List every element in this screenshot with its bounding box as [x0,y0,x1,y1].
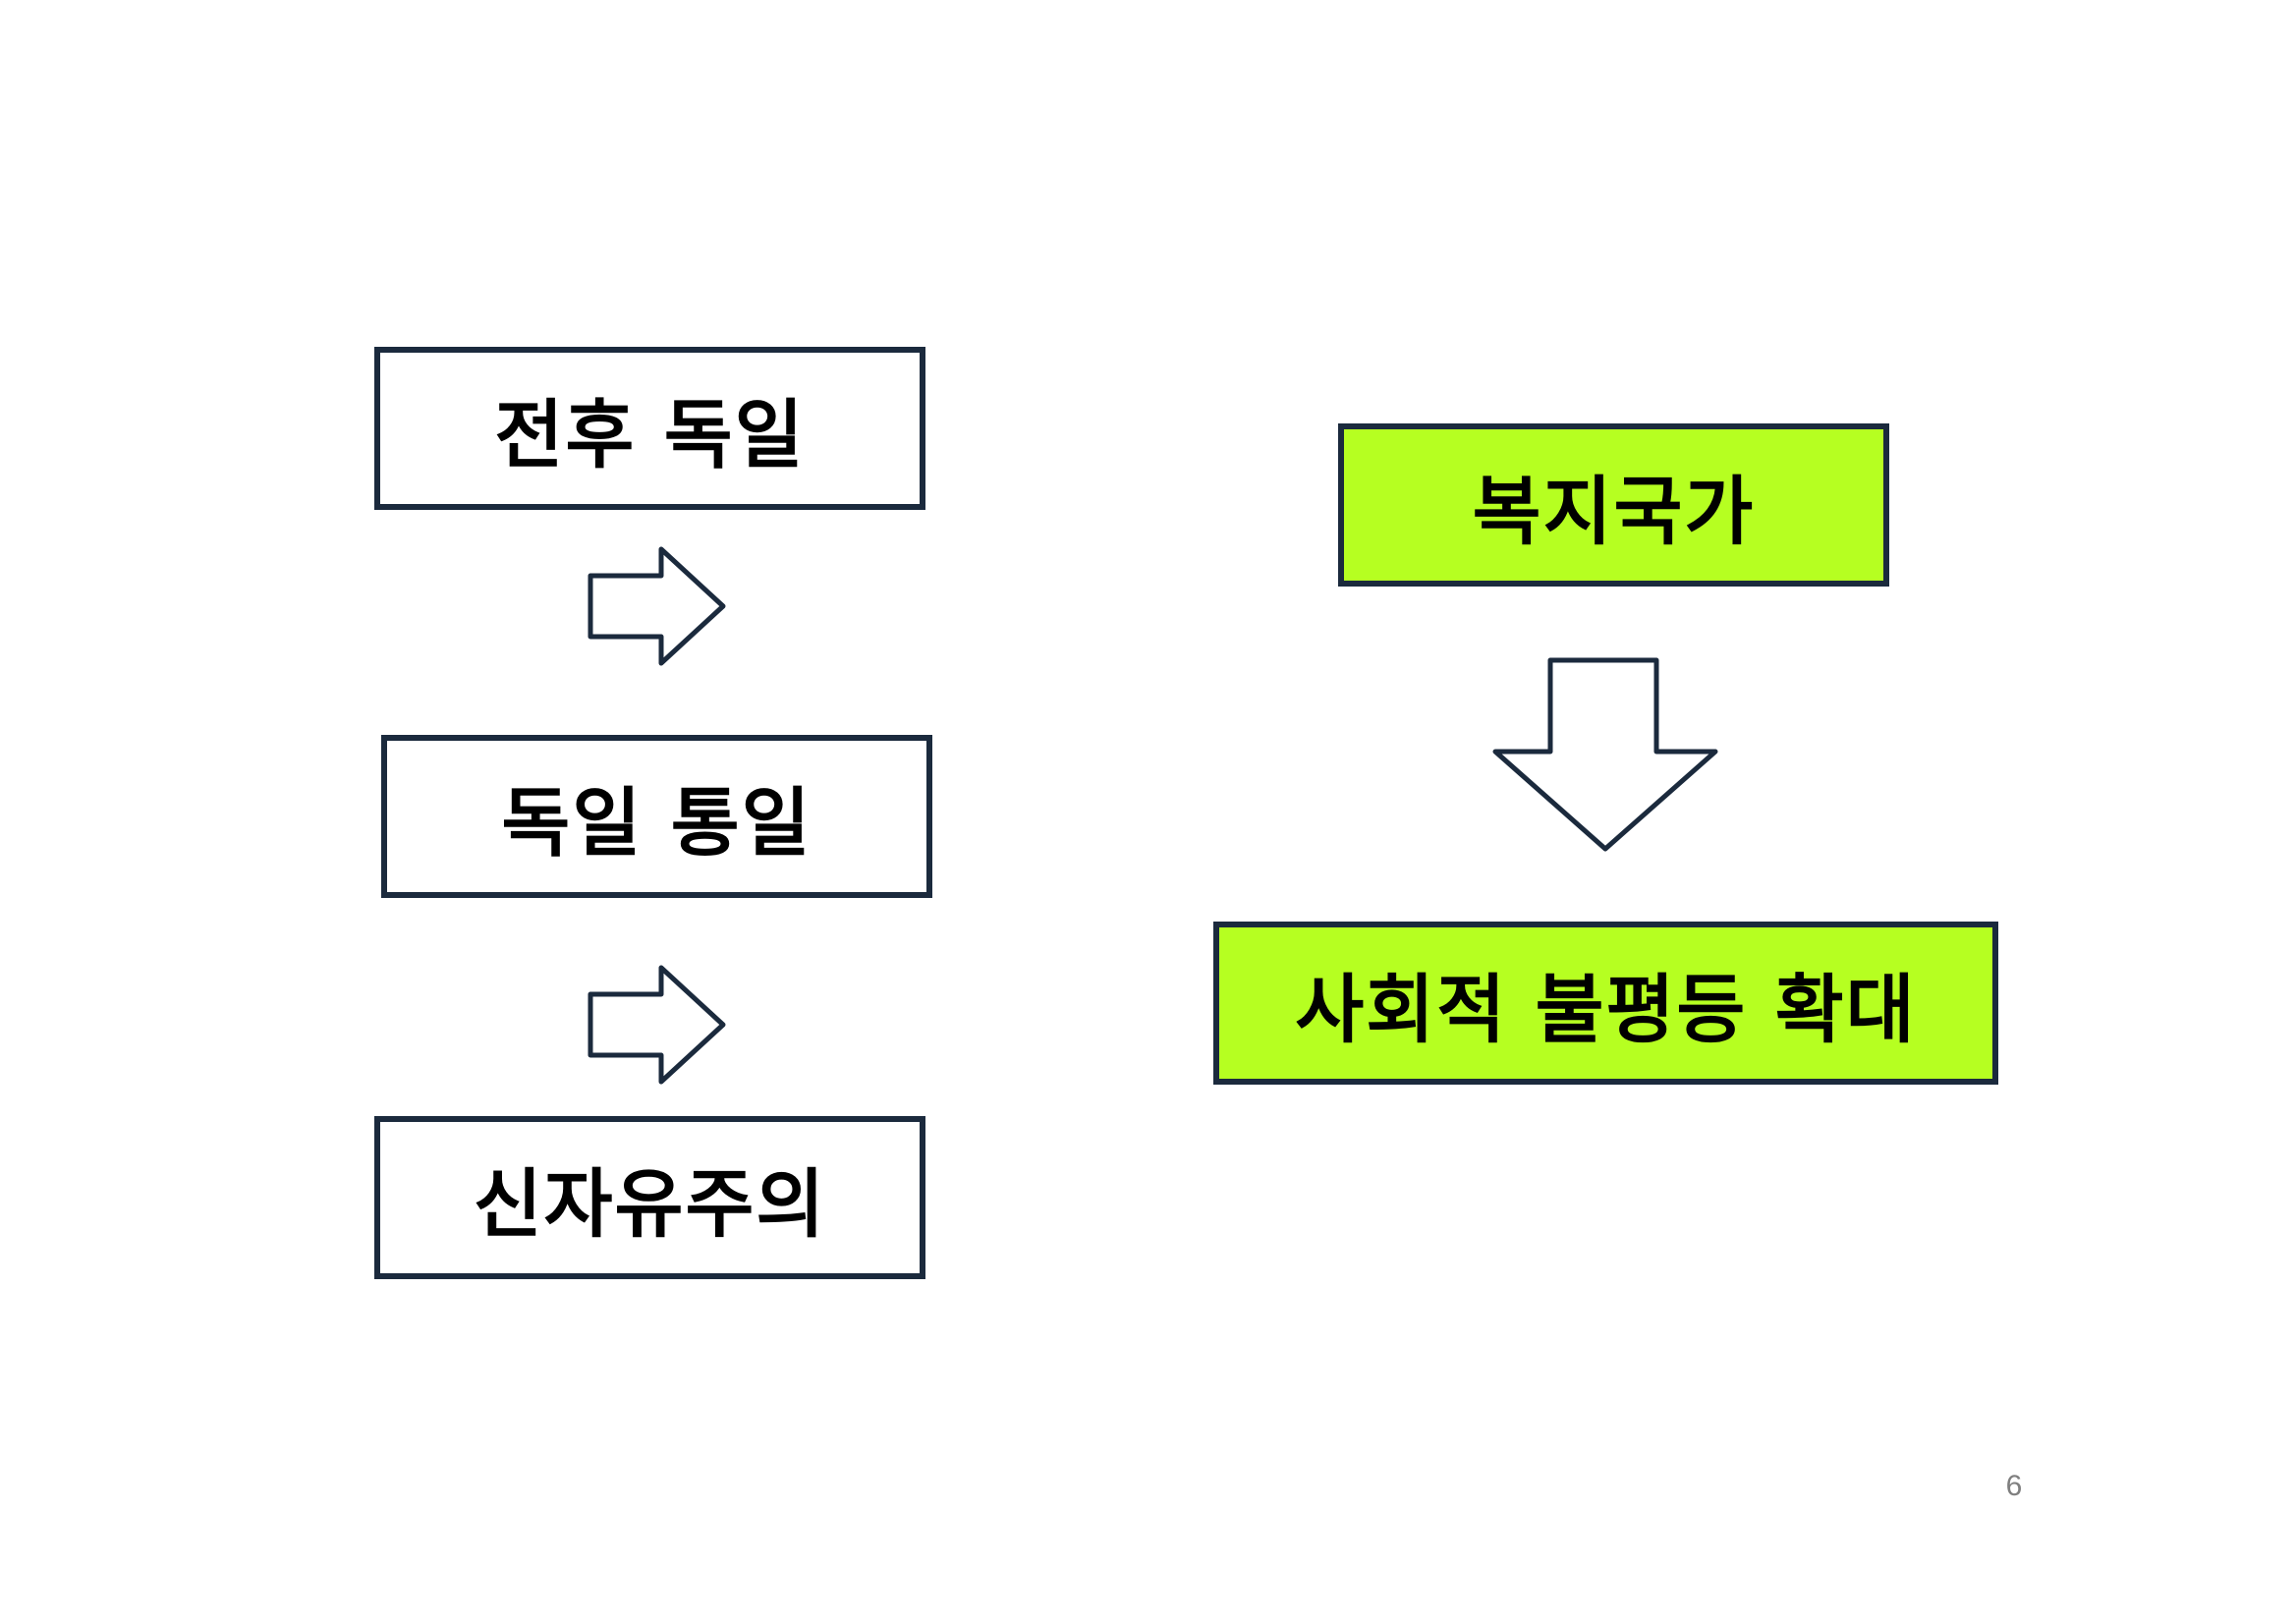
welfare-state-box: 복지국가 [1338,423,1889,587]
postwar-germany-box: 전후 독일 [374,347,925,510]
german-unification-box: 독일 통일 [381,735,932,898]
neoliberalism-box: 신자유주의 [374,1116,925,1279]
down-arrow-icon [1492,657,1718,852]
social-inequality-box: 사회적 불평등 확대 [1213,922,1998,1085]
page-number: 6 [2005,1470,2023,1502]
right-arrow-icon [588,546,726,666]
right-arrow-icon [588,965,726,1085]
